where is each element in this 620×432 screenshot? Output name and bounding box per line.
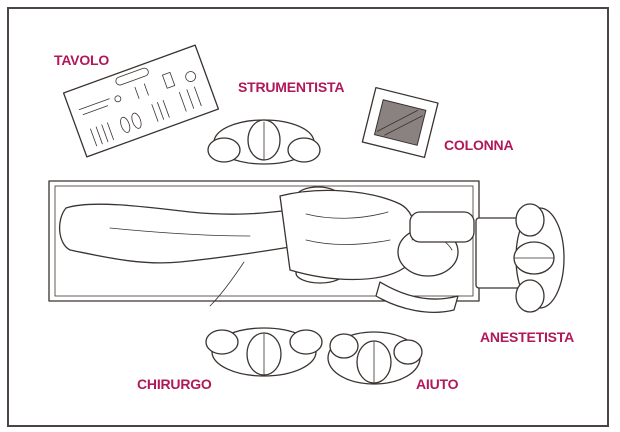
- person-chirurgo: [206, 328, 322, 376]
- person-strumentista: [208, 120, 320, 164]
- label-aiuto: AIUTO: [416, 376, 458, 392]
- label-anestetista: ANESTETISTA: [480, 329, 574, 345]
- video-tower: [362, 88, 438, 158]
- label-tavolo: TAVOLO: [54, 52, 109, 68]
- label-chirurgo: CHIRURGO: [137, 376, 212, 392]
- person-anestetista: [514, 204, 564, 312]
- label-colonna: COLONNA: [444, 137, 513, 153]
- person-aiuto: [328, 332, 422, 384]
- label-strumentista: STRUMENTISTA: [238, 79, 344, 95]
